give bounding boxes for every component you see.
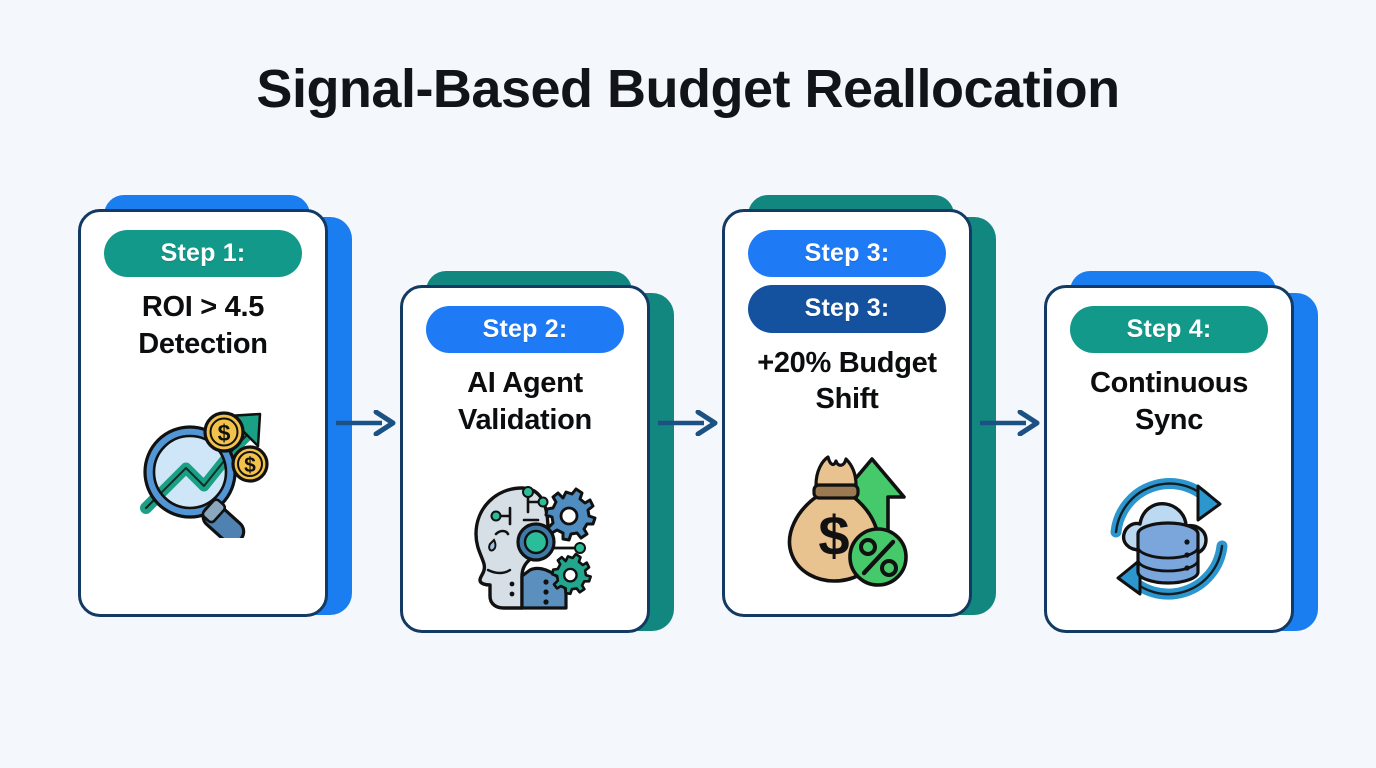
process-flow: Step 1: ROI > 4.5 Detection xyxy=(0,195,1376,665)
step-1-title: ROI > 4.5 Detection xyxy=(138,291,268,360)
svg-text:$: $ xyxy=(818,504,849,567)
step-4-title: Continuous Sync xyxy=(1089,367,1249,436)
cloud-database-sync-icon xyxy=(1094,464,1244,614)
step-1-badge[interactable]: Step 1: xyxy=(104,230,302,278)
arrow-step1-to-step2 xyxy=(336,409,398,441)
step-3-title: +20% Budget Shift xyxy=(757,346,937,415)
step-3-badge-secondary[interactable]: Step 3: xyxy=(748,285,946,333)
magnifier-growth-chart-coins-icon: $ $ xyxy=(128,388,278,538)
arrow-step3-to-step4 xyxy=(980,409,1042,441)
step-2-title: AI Agent Validation xyxy=(458,367,592,436)
ai-head-gears-icon xyxy=(450,464,600,614)
svg-text:$: $ xyxy=(218,420,231,446)
svg-text:$: $ xyxy=(244,454,256,477)
money-bag-up-arrow-percent-icon: $ xyxy=(772,443,922,593)
page-title: Signal-Based Budget Reallocation xyxy=(256,59,1120,119)
step-3-badge-primary[interactable]: Step 3: xyxy=(748,230,946,278)
step-2-badge[interactable]: Step 2: xyxy=(426,306,624,354)
arrow-step2-to-step3 xyxy=(658,409,720,441)
step-4-badge[interactable]: Step 4: xyxy=(1070,306,1268,354)
